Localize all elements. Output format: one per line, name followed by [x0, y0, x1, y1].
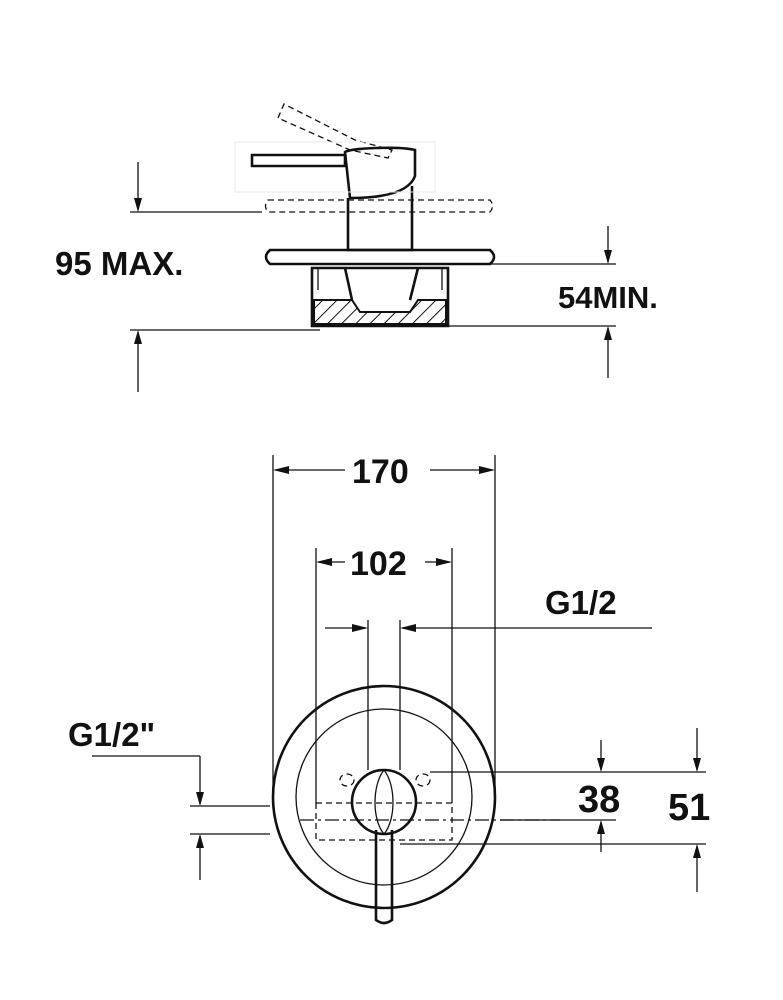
dim-51-label: 51: [668, 787, 710, 829]
dimension-51: 51: [400, 728, 710, 892]
front-view: 170 102 G1/2: [68, 453, 710, 925]
handle-lever: [250, 146, 417, 200]
dimension-54-min: 54MIN.: [440, 226, 658, 378]
dimension-102: 102: [315, 545, 453, 803]
dim-102-label: 102: [350, 545, 407, 583]
dim-38-label: 38: [578, 779, 620, 821]
dimension-38: 38: [430, 740, 620, 852]
dimension-170: 170: [272, 453, 496, 800]
dim-g12-left-label: G1/2": [68, 716, 155, 753]
valve-body: [310, 266, 450, 328]
dim-g12-top-label: G1/2: [545, 584, 617, 621]
valve-body-hidden-outline: [315, 802, 453, 841]
dimension-g12-left: G1/2": [68, 716, 270, 880]
handle-knob: [350, 768, 418, 836]
mounting-screws: [339, 773, 431, 787]
dim-54-min-label: 54MIN.: [558, 280, 658, 315]
cover-plate-inner: [295, 708, 473, 886]
cover-plate-outer: [271, 684, 497, 910]
plate-alternate-outline: [264, 199, 494, 213]
cover-plate: [264, 248, 496, 266]
side-view: 95 MAX. 54MIN.: [55, 103, 658, 392]
dimension-95-max: 95 MAX.: [55, 162, 320, 392]
front-lever: [374, 830, 394, 925]
dim-170-label: 170: [352, 453, 409, 491]
dimension-g12-top: G1/2: [325, 584, 652, 770]
lever-raised-outline: [277, 103, 393, 159]
handle-shadow: [234, 141, 436, 193]
dim-95-max-label: 95 MAX.: [55, 245, 183, 282]
